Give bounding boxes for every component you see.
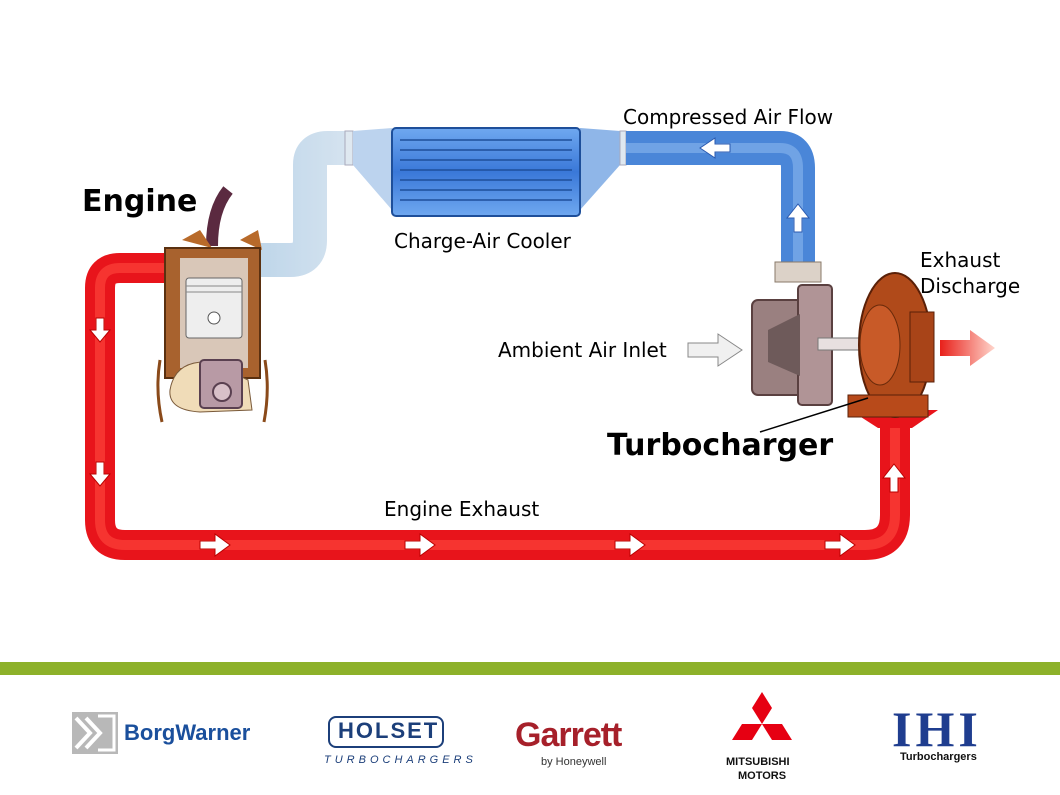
holset-logo: HOLSET TURBOCHARGERS	[322, 716, 473, 771]
holset-badge	[328, 716, 444, 748]
turbocharger-unit	[751, 261, 935, 418]
garrett-subtext: by Honeywell	[541, 756, 607, 768]
ihi-text: IHI	[892, 701, 982, 757]
borgwarner-emblem-icon	[72, 712, 118, 754]
arrow-down-1	[88, 317, 112, 343]
arrow-up-1	[881, 463, 907, 493]
exhaust-discharge-label-2: Discharge	[920, 274, 1021, 298]
borgwarner-logo: BorgWarner	[72, 712, 282, 757]
mitsubishi-logo: MITSUBISHI MOTORS	[720, 690, 804, 790]
charge-air-cooler-label: Charge-Air Cooler	[394, 229, 571, 253]
garrett-text: Garrett	[515, 716, 622, 754]
arrow-right-2	[404, 533, 436, 557]
holset-subtext: TURBOCHARGERS	[324, 754, 477, 766]
ambient-air-inlet-label: Ambient Air Inlet	[498, 338, 667, 362]
engine-cylinder	[156, 186, 269, 423]
holset-text: HOLSET	[338, 718, 440, 743]
compressed-air-flow-label: Compressed Air Flow	[623, 105, 834, 129]
intake-manifold-pipe	[258, 130, 354, 277]
mitsubishi-text-2: MOTORS	[738, 770, 787, 782]
mitsubishi-diamonds-icon	[732, 692, 792, 740]
ihi-logo: IHI Turbochargers	[890, 701, 1010, 766]
turbocharger-system-diagram	[85, 127, 995, 560]
engine-exhaust-label: Engine Exhaust	[384, 497, 540, 521]
charge-air-cooler	[353, 127, 627, 217]
mitsubishi-text-1: MITSUBISHI	[726, 756, 790, 768]
exhaust-discharge-label-1: Exhaust	[920, 248, 1001, 272]
exhaust-discharge-arrow	[940, 330, 995, 366]
accent-bar	[0, 662, 1060, 675]
exhaust-flow-arrows	[88, 317, 907, 557]
arrow-right-3	[614, 533, 646, 557]
garrett-logo: Garrett by Honeywell	[515, 716, 635, 771]
ihi-subtext: Turbochargers	[900, 751, 977, 763]
compressed-air-pipe	[626, 131, 815, 262]
turbocharger-pointer-line	[759, 397, 869, 433]
turbocharger-label: Turbocharger	[607, 428, 834, 463]
arrow-right-1	[199, 533, 231, 557]
arrow-left-compressed	[699, 137, 731, 159]
arrow-up-compressed	[785, 203, 811, 233]
ambient-air-arrow	[687, 333, 743, 367]
engine-label: Engine	[82, 184, 198, 219]
arrow-down-2	[88, 461, 112, 487]
arrow-right-4	[824, 533, 856, 557]
borgwarner-text: BorgWarner	[124, 720, 251, 745]
